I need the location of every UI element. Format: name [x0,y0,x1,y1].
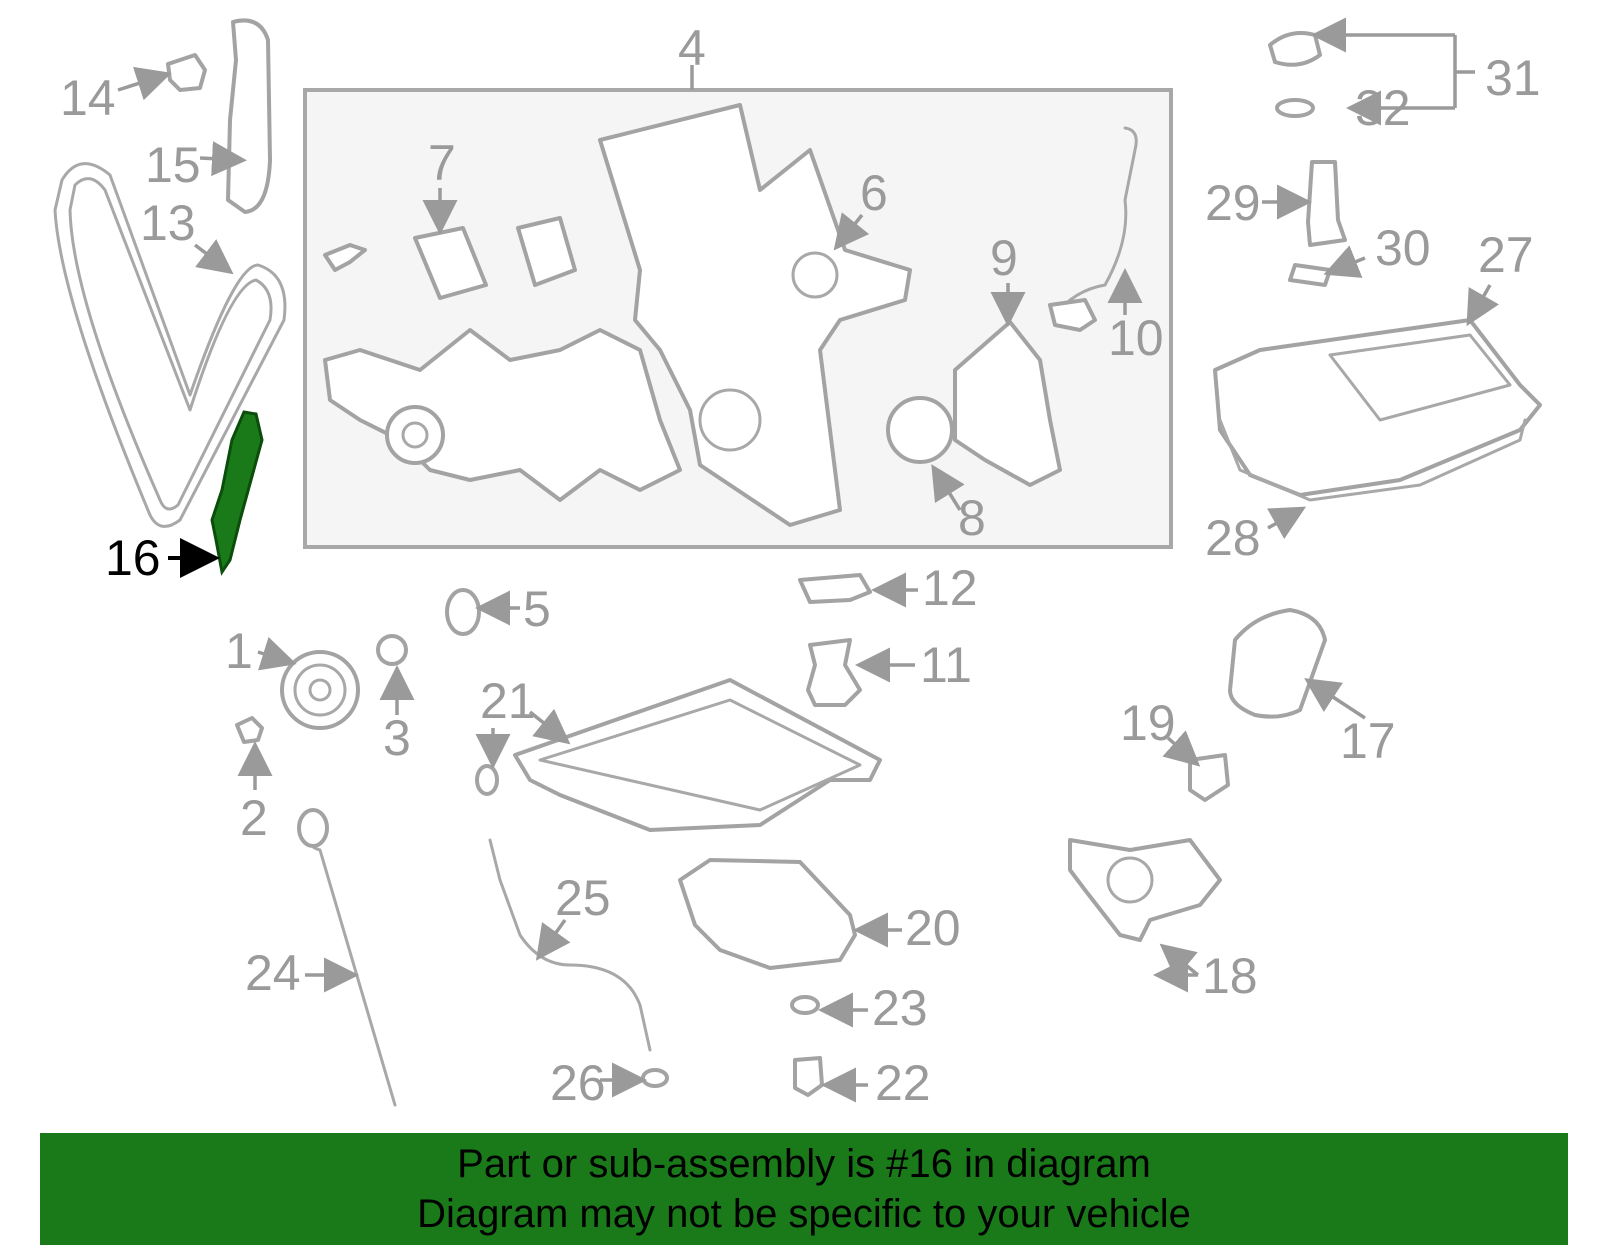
part-19-filter-union[interactable] [1188,753,1230,802]
callout-29: 29 [1205,175,1261,231]
callout-14: 14 [60,70,116,126]
callout-12: 12 [922,560,978,616]
callout-23: 23 [872,980,928,1036]
callout-32: 32 [1355,80,1411,136]
part-12-oil-strainer-gasket[interactable] [798,573,872,604]
part-21-upper-oil-pan[interactable] [513,678,882,832]
leader-lines [117,17,1500,1103]
callout-25: 25 [555,870,611,926]
caption-banner: Part or sub-assembly is #16 in diagram D… [40,1133,1568,1245]
callout-8: 8 [958,490,986,546]
callout-2: 2 [240,790,268,846]
part-16-chain-guide-highlighted[interactable] [210,410,264,576]
part-10-dipstick-tube[interactable] [1053,126,1138,317]
part-2-pulley-bolt[interactable] [235,716,264,744]
callout-28: 28 [1205,510,1261,566]
callout-17: 17 [1340,713,1396,769]
part-15-tensioner-slipper[interactable] [226,18,272,214]
callout-20: 20 [905,900,961,956]
part-5-o-ring[interactable] [445,588,481,636]
part-24-oil-dipstick[interactable] [305,813,397,1107]
caption-line-1: Part or sub-assembly is #16 in diagram [457,1142,1151,1186]
part-14-chain-tensioner[interactable] [166,53,207,92]
callout-24: 24 [245,945,301,1001]
callout-3: 3 [383,710,411,766]
part-28-valve-cover-gasket[interactable] [1218,418,1527,502]
callout-22: 22 [875,1055,931,1111]
part-17-oil-filter[interactable] [1228,608,1327,719]
part-11-oil-strainer[interactable] [806,638,862,707]
callout-6: 6 [860,165,888,221]
part-6-timing-chain-cover[interactable] [598,103,912,527]
part-22-drain-plug[interactable] [793,1056,824,1097]
callout-4: 4 [678,20,706,76]
callout-13: 13 [140,195,196,251]
part-1-crankshaft-pulley[interactable] [280,650,360,730]
part-18-oil-filter-housing[interactable] [1068,838,1222,942]
callout-27: 27 [1478,227,1534,283]
callout-5: 5 [523,581,551,637]
callout-10: 10 [1108,310,1164,366]
callout-7: 7 [428,135,456,191]
part-20-lower-oil-pan[interactable] [678,858,857,970]
callout-9: 9 [990,230,1018,286]
callout-18: 18 [1202,948,1258,1004]
part-13-timing-chain[interactable] [53,162,287,528]
callout-11: 11 [920,637,972,693]
part-27-valve-cover[interactable] [1213,318,1542,497]
part-31-oil-filler-cap[interactable] [1268,31,1322,67]
callout-21: 21 [480,673,536,729]
part-8-idler-pulley[interactable] [886,396,954,464]
callout-15: 15 [145,137,201,193]
part-25-dipstick-guide[interactable] [488,838,652,1052]
part-3-crank-sprocket[interactable] [376,634,408,666]
callout-31: 31 [1485,50,1541,106]
part-23-drain-plug-gasket[interactable] [790,995,820,1015]
callout-26: 26 [550,1055,606,1111]
callout-labels: 1 2 3 4 5 6 7 8 9 10 11 12 13 14 15 16 1… [60,20,1541,1111]
part-26-guide-o-ring[interactable] [641,1068,669,1088]
part-32-cap-gasket[interactable] [1275,98,1315,118]
callout-30: 30 [1375,220,1431,276]
callout-1: 1 [225,623,253,679]
part-30-filler-gasket[interactable] [1288,263,1332,287]
part-9-oil-pump-cover[interactable] [953,320,1062,487]
callout-16-highlighted: 16 [105,530,161,586]
part-29-oil-filler-tube[interactable] [1306,160,1347,247]
caption-line-2: Diagram may not be specific to your vehi… [417,1192,1191,1236]
callout-19: 19 [1120,695,1176,751]
